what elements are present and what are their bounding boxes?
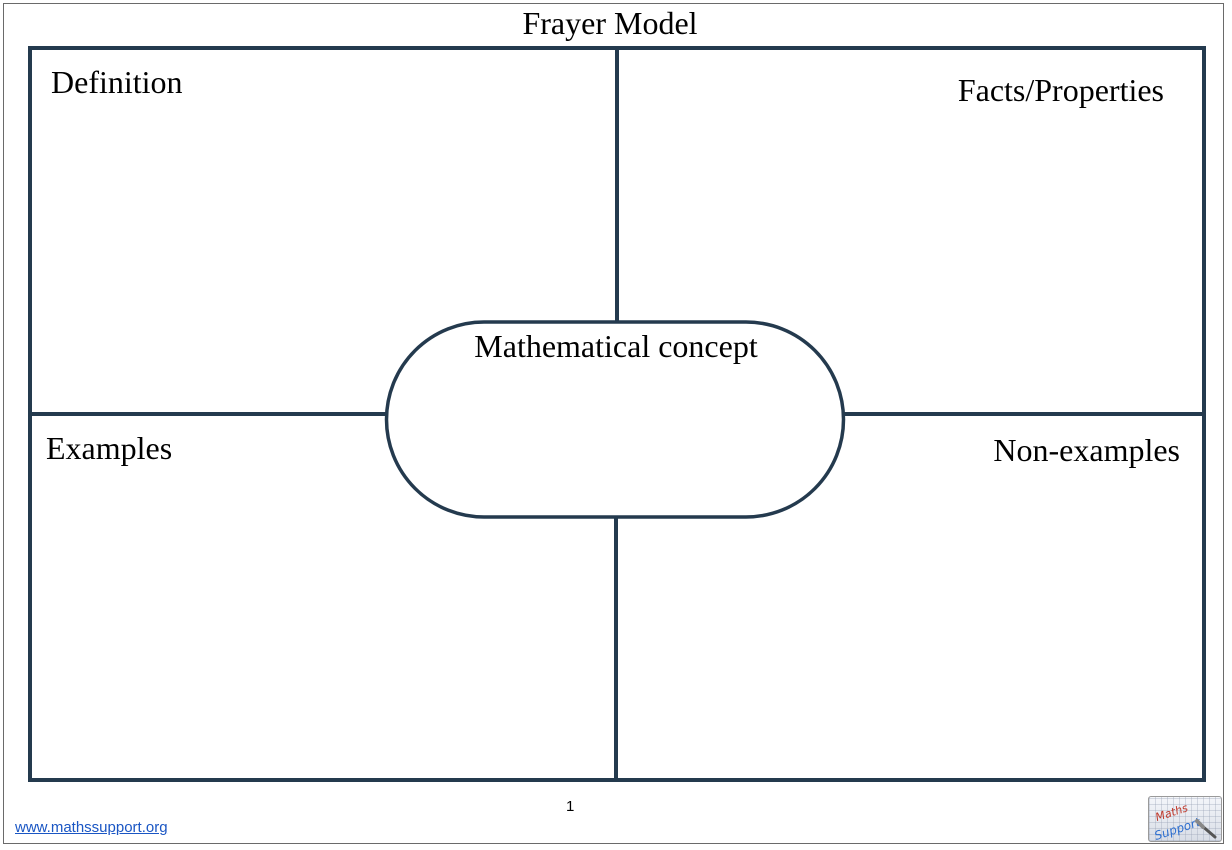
page-border — [3, 3, 1224, 844]
footer-website-link[interactable]: www.mathssupport.org — [15, 819, 168, 836]
center-concept-pill — [384, 320, 846, 519]
definition-label: Definition — [51, 64, 183, 100]
maths-support-logo-icon: Maths Support — [1148, 796, 1222, 842]
mathematical-concept-label: Mathematical concept — [474, 328, 758, 364]
page-title: Frayer Model — [522, 5, 698, 41]
facts-properties-label: Facts/Properties — [957, 72, 1164, 108]
page-number: 1 — [566, 798, 575, 815]
non-examples-label: Non-examples — [993, 432, 1180, 468]
examples-label: Examples — [46, 430, 173, 466]
